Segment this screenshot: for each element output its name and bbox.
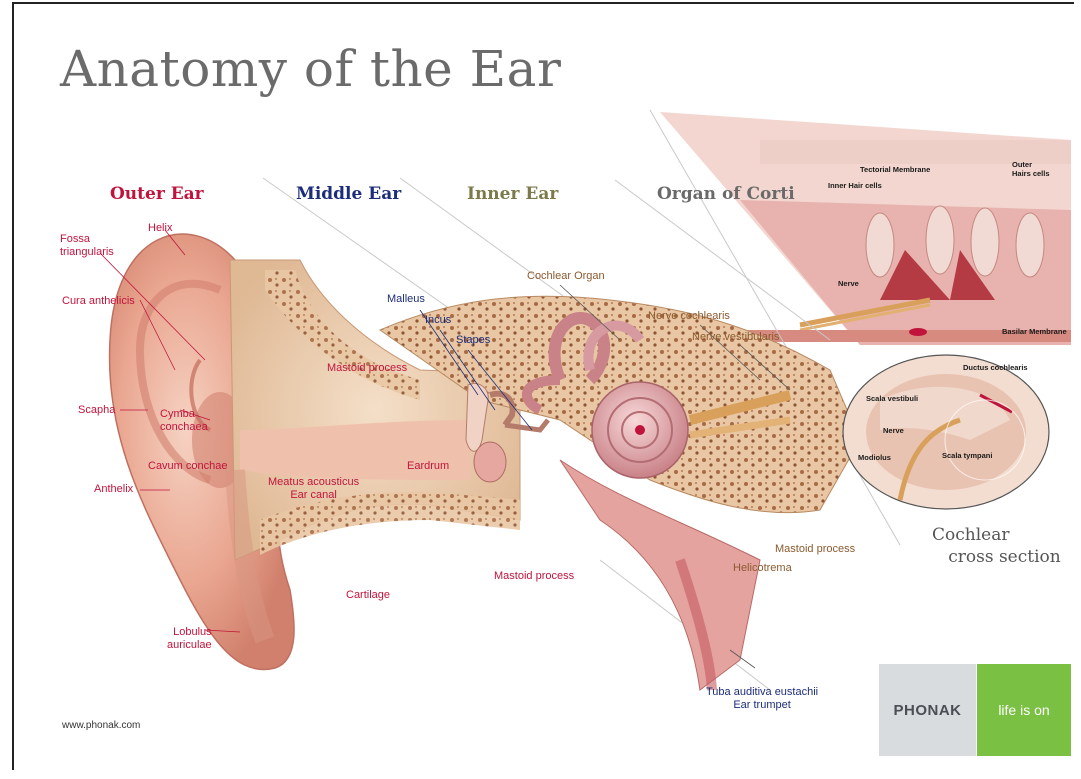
- label-helicotrema: Helicotrema: [733, 562, 792, 575]
- label-inner-hair-cells: Inner Hair cells: [828, 181, 882, 190]
- label-nerve-cochlearis: Nerve cochlearis: [648, 310, 730, 323]
- brand-name: PHONAK: [893, 702, 961, 719]
- label-scala-tympani: Scala tympani: [942, 451, 992, 460]
- label-cochlear-organ: Cochlear Organ: [527, 270, 605, 283]
- cochlear-cross-section: [843, 355, 1049, 509]
- label-scala-vestibuli: Scala vestibuli: [866, 394, 918, 403]
- label-helix: Helix: [148, 222, 172, 235]
- label-cura-anthelicis: Cura anthelicis: [62, 295, 135, 308]
- label-tectorial-membrane: Tectorial Membrane: [860, 165, 930, 174]
- section-inner-ear: Inner Ear: [467, 184, 558, 204]
- phonak-logo: PHONAK: [879, 664, 976, 756]
- label-anthelix: Anthelix: [94, 483, 133, 496]
- label-corti-nerve: Nerve: [838, 279, 859, 288]
- section-middle-ear: Middle Ear: [296, 184, 401, 204]
- label-outer-hair-cells: Outer Hairs cells: [1012, 160, 1050, 178]
- page-title: Anatomy of the Ear: [60, 40, 561, 98]
- label-modiolus: Modiolus: [858, 453, 891, 462]
- label-mastoid-process-upper: Mastoid process: [327, 362, 407, 375]
- label-basilar-membrane: Basilar Membrane: [1002, 327, 1067, 336]
- label-scapha: Scapha: [78, 404, 115, 417]
- label-mastoid-process-right: Mastoid process: [775, 543, 855, 556]
- label-eardrum: Eardrum: [407, 460, 449, 473]
- section-outer-ear: Outer Ear: [110, 184, 204, 204]
- label-fossa-triangularis: Fossa triangularis: [60, 233, 114, 259]
- label-stapes: Stapes: [456, 334, 490, 347]
- section-organ-of-corti: Organ of Corti: [657, 184, 795, 204]
- label-lobulus-auriculae: Lobulus auriculae: [167, 626, 212, 652]
- label-cavum-conchae: Cavum conchae: [148, 460, 228, 473]
- label-malleus: Malleus: [387, 293, 425, 306]
- brand-tagline: life is on: [998, 702, 1049, 718]
- tagline-box: life is on: [977, 664, 1071, 756]
- label-cymba-conchaea: Cymba conchaea: [160, 408, 208, 434]
- label-mastoid-process-lower: Mastoid process: [494, 570, 574, 583]
- label-cartilage: Cartilage: [346, 589, 390, 602]
- label-incus: Incus: [425, 314, 451, 327]
- label-meatus-acousticus: Meatus acousticus Ear canal: [268, 476, 359, 502]
- label-tuba-auditiva: Tuba auditiva eustachii Ear trumpet: [706, 686, 818, 712]
- cochlear-cross-section-caption: Cochlear cross section: [932, 524, 1061, 568]
- label-ductus-cochlearis: Ductus cochlearis: [963, 363, 1028, 372]
- website-url: www.phonak.com: [62, 720, 140, 731]
- label-nerve-vestibularis: Nerve vestibularis: [692, 331, 779, 344]
- label-cross-nerve: Nerve: [883, 426, 904, 435]
